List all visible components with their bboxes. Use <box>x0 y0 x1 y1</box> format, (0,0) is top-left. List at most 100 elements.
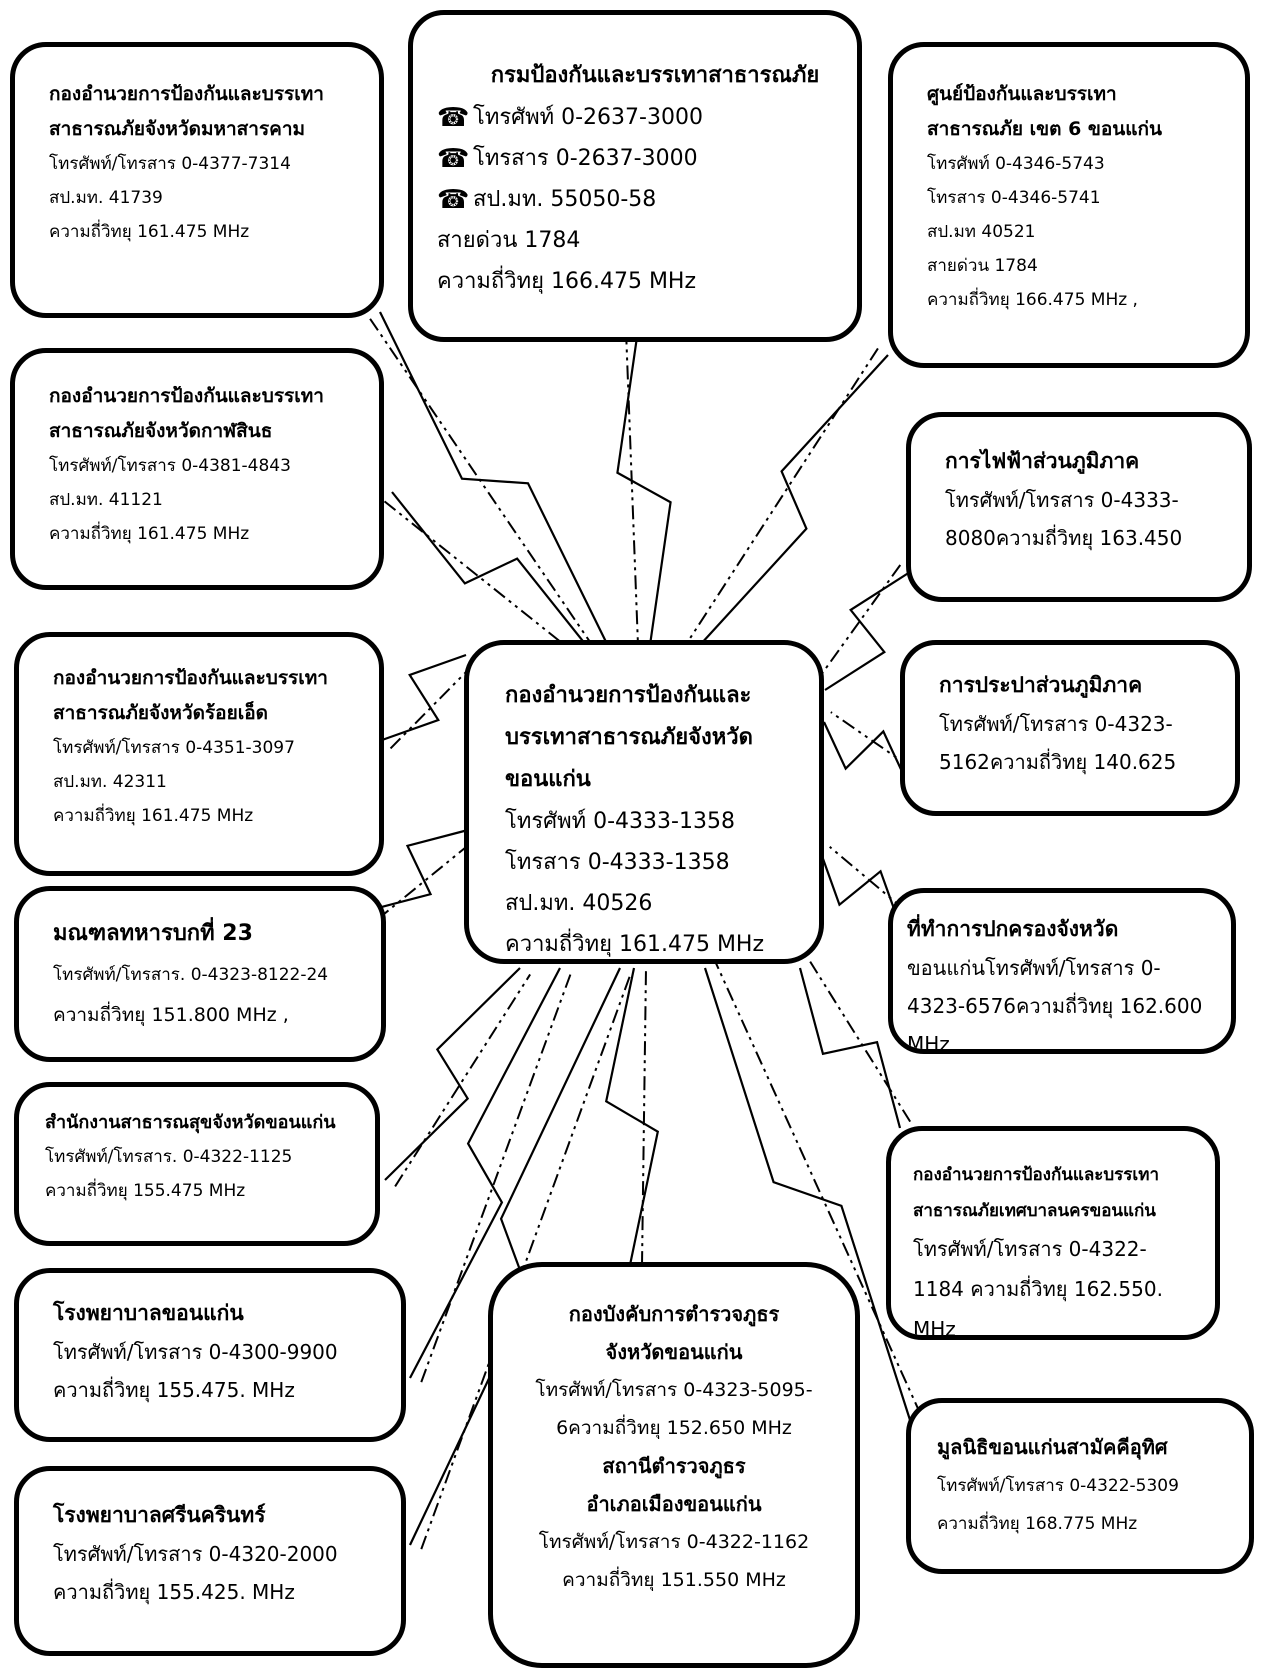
link-municipal-zigzag <box>798 967 902 1129</box>
police-station-phone: โทรศัพท์/โทรสาร 0-4322-1162 <box>538 1531 810 1553</box>
ddpm-radio-code: สป.มท. 55050-58 <box>473 187 657 212</box>
ddpm-title: กรมป้องกันและบรรเทาสาธารณภัย <box>490 63 820 88</box>
ddpm-fax: โทรสาร 0-2637-3000 <box>473 146 698 171</box>
telephone-icon: ☎ <box>437 144 470 174</box>
link-mahasarakham-zigzag <box>379 311 611 651</box>
link-provincial-hall-dashdot <box>829 846 907 912</box>
kalasin-frequency: ความถี่วิทยุ 161.475 MHz <box>49 524 250 544</box>
link-military-zigzag <box>369 828 469 912</box>
mahasarakham-frequency: ความถี่วิทยุ 161.475 MHz <box>49 222 250 242</box>
link-kalasin <box>383 491 591 661</box>
mahasarakham-title: กองอำนวยการป้องกันและบรรเทา สาธารณภัยจัง… <box>49 83 324 140</box>
link-kalasin-zigzag <box>391 491 591 651</box>
link-health-zigzag <box>384 967 521 1181</box>
link-police <box>604 967 660 1266</box>
box-pwa: การประปาส่วนภูมิภาค โทรศัพท์/โทรสาร 0-43… <box>900 640 1240 816</box>
health-title: สำนักงานสาธารณสุขจังหวัดขอนแก่น <box>45 1112 336 1133</box>
center-fax: โทรสาร 0-4333-1358 <box>505 850 730 875</box>
roiet-code: สป.มท. 42311 <box>53 772 167 792</box>
link-roiet <box>381 653 476 750</box>
box-ddpm: กรมป้องกันและบรรเทาสาธารณภัย ☎โทรศัพท์ 0… <box>408 10 862 342</box>
ddpm-hotline: สายด่วน 1784 <box>437 228 581 253</box>
link-military-dashdot <box>376 838 477 921</box>
health-frequency: ความถี่วิทยุ 155.475 MHz <box>45 1181 246 1201</box>
police-provincial-title: กองบังคับการตำรวจภูธร จังหวัดขอนแก่น <box>568 1302 780 1364</box>
military-title: มณฑลทหารบกที่ 23 <box>53 921 253 946</box>
center-frequency: ความถี่วิทยุ 161.475 MHz <box>505 932 765 957</box>
box-provincial-hall: ที่ทำการปกครองจังหวัด ขอนแก่นโทรศัพท์/โท… <box>888 888 1236 1054</box>
pea-title: การไฟฟ้าส่วนภูมิภาค <box>945 449 1140 473</box>
telephone-icon: ☎ <box>437 103 470 133</box>
srinagarind-title: โรงพยาบาลศรีนครินทร์ <box>53 1503 266 1527</box>
provincial-hall-title: ที่ทำการปกครองจังหวัด <box>907 917 1119 941</box>
box-khonkaen-center: กองอำนวยการป้องกันและ บรรเทาสาธารณภัยจัง… <box>464 640 824 964</box>
box-pea: การไฟฟ้าส่วนภูมิภาค โทรศัพท์/โทรสาร 0-43… <box>906 412 1252 602</box>
link-foundation <box>703 962 922 1421</box>
link-pwa <box>823 711 913 779</box>
link-pwa-zigzag <box>823 721 906 779</box>
box-zone6-khonkaen: ศูนย์ป้องกันและบรรเทา สาธารณภัย เขต 6 ขอ… <box>888 42 1250 368</box>
link-health-dashdot <box>394 973 531 1187</box>
kalasin-code: สป.มท. 41121 <box>49 490 163 510</box>
roiet-phone: โทรศัพท์/โทรสาร 0-4351-3097 <box>53 738 295 758</box>
center-phone: โทรศัพท์ 0-4333-1358 <box>505 809 735 834</box>
center-code: สป.มท. 40526 <box>505 891 653 916</box>
kalasin-phone: โทรศัพท์/โทรสาร 0-4381-4843 <box>49 456 291 476</box>
link-foundation-dashdot <box>715 962 922 1416</box>
military-frequency: ความถี่วิทยุ 151.800 MHz , <box>53 1004 289 1026</box>
pwa-title: การประปาส่วนภูมิภาค <box>939 673 1143 697</box>
police-provincial-contact: โทรศัพท์/โทรสาร 0-4323-5095-6ความถี่วิทย… <box>535 1379 813 1439</box>
provincial-hall-contact: ขอนแก่นโทรศัพท์/โทรสาร 0-4323-6576ความถี… <box>907 956 1203 1054</box>
link-srinagarind <box>409 967 633 1550</box>
link-mahasarakham <box>369 311 611 658</box>
link-pea-zigzag <box>824 571 911 691</box>
srinagarind-frequency: ความถี่วิทยุ 155.425. MHz <box>53 1580 295 1604</box>
foundation-frequency: ความถี่วิทยุ 168.775 MHz <box>937 1514 1138 1534</box>
link-zone6-zigzag <box>699 354 889 646</box>
box-srinagarind-hospital: โรงพยาบาลศรีนครินทร์ โทรศัพท์/โทรสาร 0-4… <box>14 1466 406 1656</box>
foundation-title: มูลนิธิขอนแก่นสามัคคีอุทิศ <box>937 1435 1168 1459</box>
link-srinagarind-dashdot <box>420 971 633 1550</box>
link-pea <box>814 564 911 691</box>
link-military <box>369 828 477 921</box>
foundation-phone: โทรศัพท์/โทรสาร 0-4322-5309 <box>937 1476 1179 1496</box>
link-kalasin-dashdot <box>383 500 584 661</box>
municipal-title: กองอำนวยการป้องกันและบรรเทา สาธารณภัยเทศ… <box>913 1165 1159 1221</box>
link-police-dashdot <box>640 968 647 1266</box>
zone6-fax: โทรสาร 0-4346-5741 <box>927 188 1101 208</box>
telephone-icon: ☎ <box>437 185 470 215</box>
box-military-circle-23: มณฑลทหารบกที่ 23 โทรศัพท์/โทรสาร. 0-4323… <box>14 886 386 1062</box>
zone6-frequency: ความถี่วิทยุ 166.475 MHz , <box>927 290 1138 310</box>
mahasarakham-phone: โทรศัพท์/โทรสาร 0-4377-7314 <box>49 154 291 174</box>
link-roiet-dashdot <box>389 662 476 750</box>
roiet-frequency: ความถี่วิทยุ 161.475 MHz <box>53 806 254 826</box>
link-zone6-dashdot <box>689 347 879 640</box>
pwa-contact: โทรศัพท์/โทรสาร 0-4323-5162ความถี่วิทยุ … <box>939 712 1177 774</box>
box-police: กองบังคับการตำรวจภูธร จังหวัดขอนแก่น โทร… <box>488 1262 860 1668</box>
link-pwa-dashdot <box>830 711 913 769</box>
box-khonkaen-hospital: โรงพยาบาลขอนแก่น โทรศัพท์/โทรสาร 0-4300-… <box>14 1268 406 1442</box>
zone6-phone: โทรศัพท์ 0-4346-5743 <box>927 154 1105 174</box>
box-kalasin: กองอำนวยการป้องกันและบรรเทา สาธารณภัยจัง… <box>10 348 384 590</box>
military-phone: โทรศัพท์/โทรสาร. 0-4323-8122-24 <box>53 965 329 985</box>
link-municipal <box>798 961 912 1129</box>
mahasarakham-code: สป.มท. 41739 <box>49 188 163 208</box>
box-roiet: กองอำนวยการป้องกันและบรรเทา สาธารณภัยจัง… <box>14 632 384 876</box>
box-municipal-khonkaen: กองอำนวยการป้องกันและบรรเทา สาธารณภัยเทศ… <box>886 1126 1220 1340</box>
kk-hospital-title: โรงพยาบาลขอนแก่น <box>53 1301 244 1325</box>
health-phone: โทรศัพท์/โทรสาร. 0-4322-1125 <box>45 1147 293 1167</box>
zone6-title: ศูนย์ป้องกันและบรรเทา สาธารณภัย เขต 6 ขอ… <box>927 83 1163 140</box>
kk-hospital-phone: โทรศัพท์/โทรสาร 0-4300-9900 <box>53 1340 338 1364</box>
zone6-hotline: สายด่วน 1784 <box>927 256 1038 276</box>
ddpm-frequency: ความถี่วิทยุ 166.475 MHz <box>437 269 697 294</box>
link-pea-dashdot <box>814 564 902 684</box>
police-station-title: สถานีตำรวจภูธร อำเภอเมืองขอนแก่น <box>586 1454 762 1516</box>
kk-hospital-frequency: ความถี่วิทยุ 155.475. MHz <box>53 1378 295 1402</box>
box-mahasarakham: กองอำนวยการป้องกันและบรรเทา สาธารณภัยจัง… <box>10 42 384 318</box>
link-kk-hospital <box>409 967 573 1383</box>
link-provincial-hall <box>820 846 907 921</box>
municipal-contact: โทรศัพท์/โทรสาร 0-4322-1184 ความถี่วิทยุ… <box>913 1237 1163 1340</box>
link-mahasarakham-dashdot <box>369 318 601 658</box>
box-foundation: มูลนิธิขอนแก่นสามัคคีอุทิศ โทรศัพท์/โทรส… <box>906 1398 1254 1574</box>
